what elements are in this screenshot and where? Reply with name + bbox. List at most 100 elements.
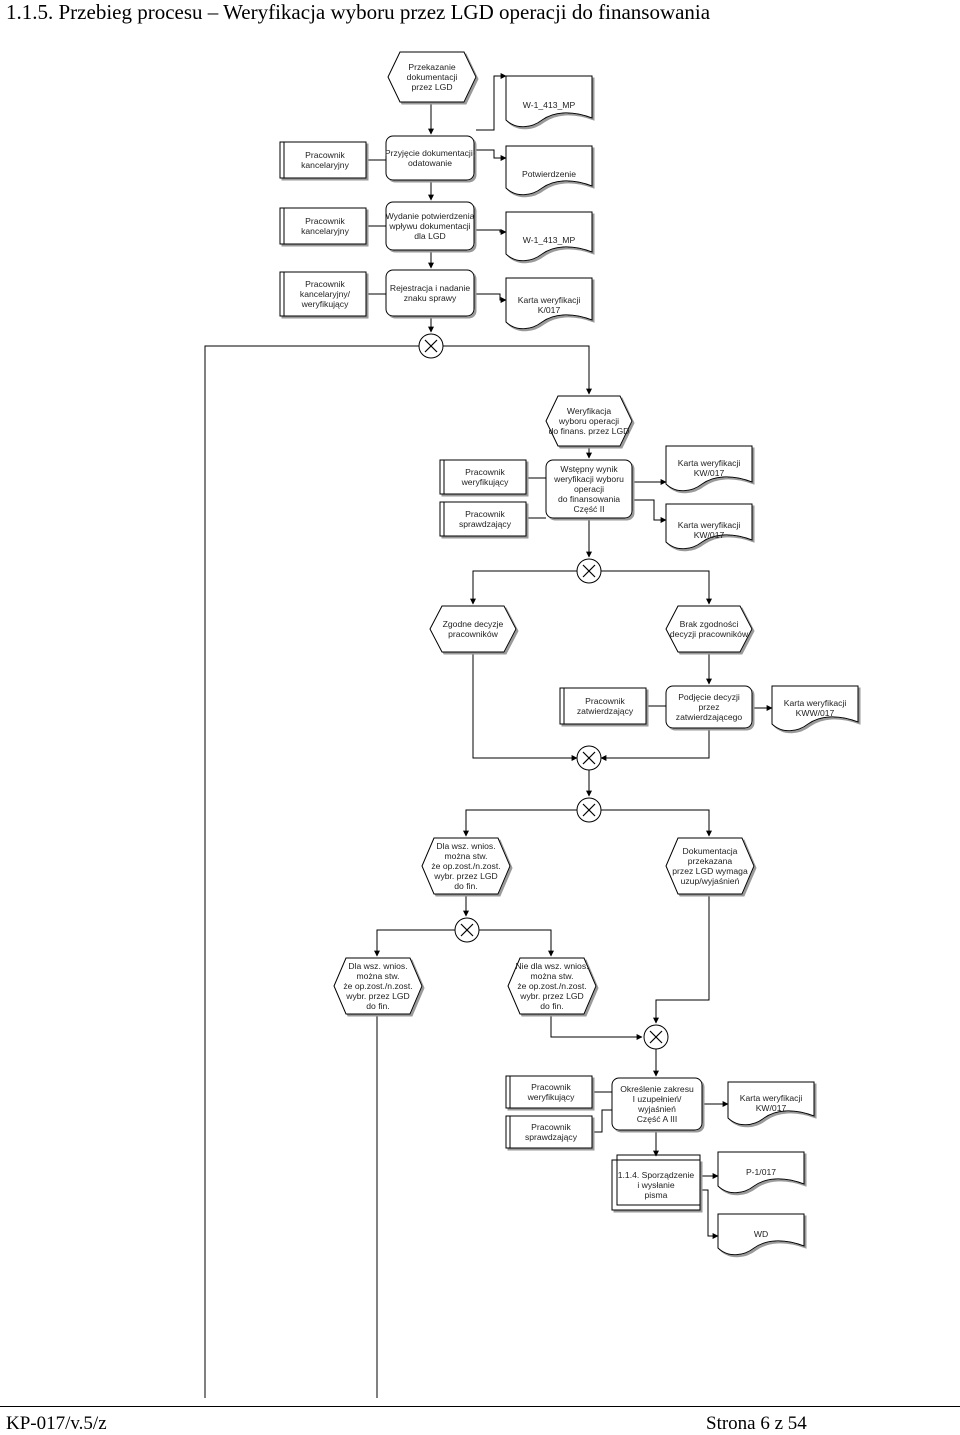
event-label: że op.zost./n.zost. (431, 861, 500, 871)
xor-connector-4 (576, 797, 602, 823)
role-label: Pracownik (465, 509, 505, 519)
function-label: Podjęcie decyzji (678, 692, 740, 702)
connection-line (550, 1014, 643, 1040)
role-label: Pracownik (531, 1082, 571, 1092)
event-shape (545, 395, 633, 447)
event-label: przekazana (688, 856, 733, 866)
document-shape (665, 445, 753, 492)
xor-cross (460, 923, 474, 937)
function-label: do finansowania (558, 494, 620, 504)
event-label: wybr. przez LGD (345, 991, 410, 1001)
document-label: Karta weryfikacji (678, 520, 741, 530)
event-label: Weryfikacja (567, 406, 611, 416)
event-label: że op.zost./n.zost. (343, 981, 412, 991)
xor-connector-6 (643, 1024, 669, 1050)
document-label: KW/017 (694, 530, 725, 540)
role-label: Pracownik (305, 150, 345, 160)
event-shape (333, 957, 423, 1015)
connection-line (600, 728, 710, 761)
event-shape (665, 837, 755, 895)
document-d9: P-1/017 (717, 1151, 805, 1194)
interface-label: i wysłanie (637, 1180, 674, 1190)
connection-line (470, 570, 577, 605)
role-label: Pracownik (465, 467, 505, 477)
event-shape (387, 51, 477, 103)
role-label: kancelaryjny/ (300, 289, 351, 299)
document-label: K/017 (538, 305, 561, 315)
connection-lines (204, 73, 773, 1398)
role-shape (559, 687, 647, 725)
connection-line (204, 345, 419, 1398)
connection-line (476, 293, 507, 303)
role-shape (505, 1115, 593, 1149)
event-shape (429, 605, 517, 653)
function-label: Rejestracja i nadanie (390, 283, 470, 293)
document-label: Karta weryfikacji (678, 458, 741, 468)
connection-line (463, 809, 577, 837)
function-shape (385, 135, 475, 181)
xor-cross (424, 339, 438, 353)
document-shape (727, 1081, 815, 1126)
event-label: pracowników (448, 629, 498, 639)
connection-line (479, 929, 554, 957)
document-label: W-1_413_MP (523, 100, 576, 110)
function-shape (385, 201, 475, 251)
document-label: Karta weryfikacji (518, 295, 581, 305)
connection-line (601, 809, 712, 837)
document-shape (665, 503, 753, 550)
document-shape (717, 1213, 805, 1256)
function-label: wyjaśnień (637, 1104, 676, 1114)
function-label: odatowanie (408, 158, 452, 168)
role-shape (279, 271, 367, 317)
event-label: można stw. (445, 851, 488, 861)
connection-line (601, 570, 712, 605)
event-shape (421, 837, 511, 895)
event-e7: Dla wsz. wnios.można stw.że op.zost./n.z… (333, 957, 423, 1015)
function-label: Przyjęcie dokumentacji, (385, 148, 475, 158)
document-label: KW/017 (694, 468, 725, 478)
event-label: przez LGD (411, 82, 452, 92)
event-shape (665, 605, 753, 653)
document-shape (771, 685, 859, 732)
event-label: przez LGD wymaga (672, 866, 748, 876)
connection-line (476, 149, 507, 161)
function-label: znaku sprawy (404, 293, 457, 303)
page-title: 1.1.5. Przebieg procesu – Weryfikacja wy… (6, 0, 711, 24)
role-shape (279, 207, 367, 245)
function-label: Część II (573, 504, 604, 514)
xor-connector-1 (418, 333, 444, 359)
document-d10: WD (717, 1213, 805, 1256)
xor-cross (582, 751, 596, 765)
event-label: Nie dla wsz. wnios. (515, 961, 588, 971)
event-label: Brak zgodności (680, 619, 739, 629)
role-label: sprawdzający (459, 519, 512, 529)
event-label: dokumentacji (407, 72, 458, 82)
interface-back (616, 1154, 701, 1206)
footer-divider (0, 1406, 960, 1407)
document-label: KW/017 (756, 1103, 787, 1113)
role-label: sprawdzający (525, 1132, 578, 1142)
xor-cross (582, 564, 596, 578)
function-label: operacji (574, 484, 604, 494)
document-label: Potwierdzenie (522, 169, 576, 179)
event-label: do finans. przez LGD (549, 426, 630, 436)
function-label: dla LGD (414, 231, 446, 241)
document-label: Karta weryfikacji (740, 1093, 803, 1103)
event-label: uzup/wyjaśnień (681, 876, 740, 886)
role-label: kancelaryjny (301, 226, 349, 236)
document-label: WD (754, 1229, 768, 1239)
event-label: Przekazanie (408, 62, 456, 72)
